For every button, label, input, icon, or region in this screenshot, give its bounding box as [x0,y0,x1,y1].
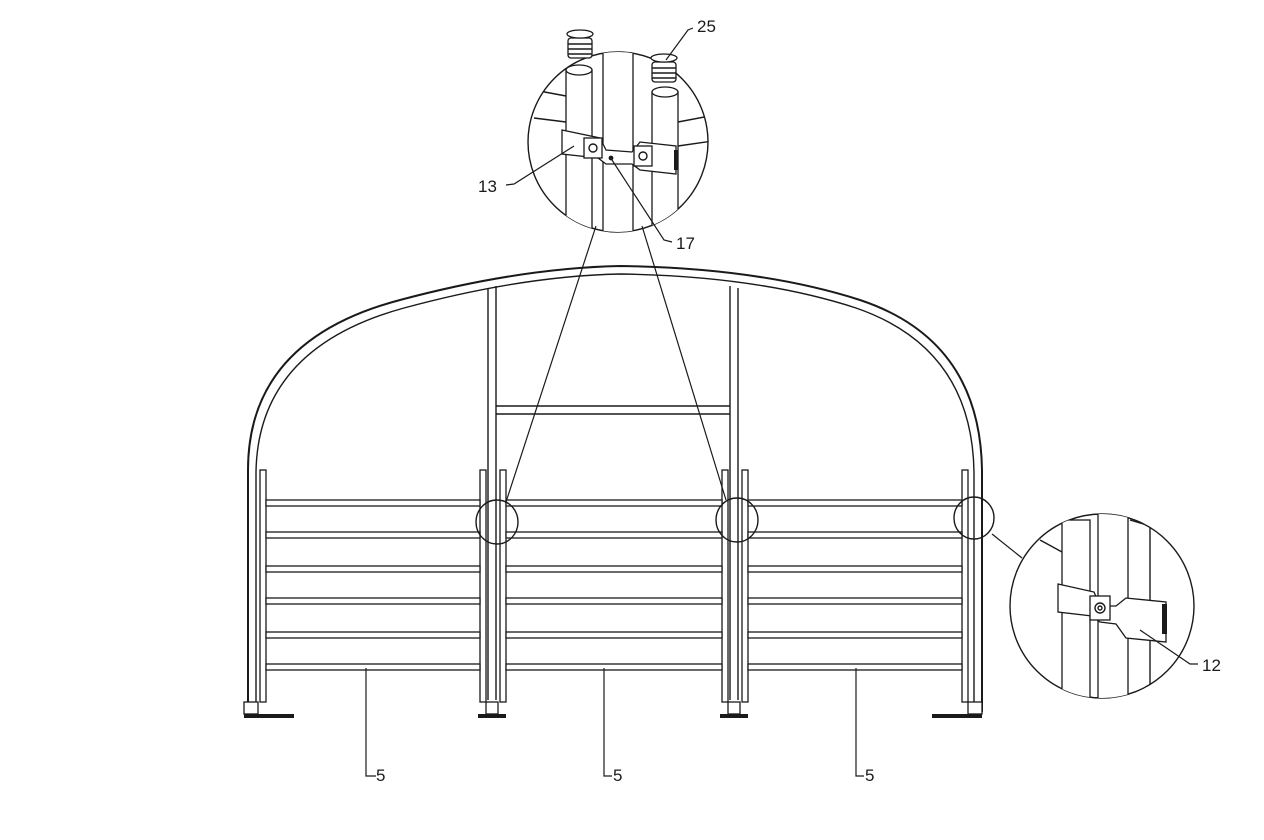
callout-17: 17 [676,234,695,253]
zoom-line-left [505,225,597,503]
roof-arch [247,264,983,712]
gate-panel-left [259,469,487,703]
detail-marker-right [953,496,995,540]
callout-12: 12 [1202,656,1221,675]
callout-5-left: 5 [376,766,385,785]
zoom-line-middle [641,225,727,501]
callout-5-right: 5 [865,766,874,785]
detail-marker-left [475,499,519,545]
gate-panel-middle [499,469,729,703]
base-feet [243,701,983,718]
callout-leaders [365,27,1198,777]
detail-right [1009,513,1195,699]
callout-25: 25 [697,17,716,36]
detail-marker-middle [715,497,759,543]
gate-panel-right [741,469,969,703]
callout-5-middle: 5 [613,766,622,785]
end-cap-right [650,53,678,83]
callout-13: 13 [478,177,497,196]
detail-top [527,29,709,233]
zoom-line-right [991,533,1023,559]
end-cap-left [566,29,594,59]
